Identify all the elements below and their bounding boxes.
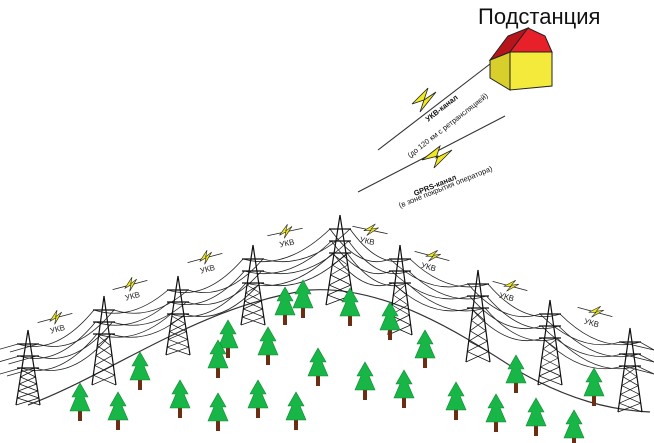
tree-icon	[485, 393, 507, 432]
lightning-icon	[124, 277, 137, 292]
gprs-channel-note: (в зоне покрытия оператора)	[397, 164, 494, 210]
ukv-link-label: УКВ	[583, 317, 600, 330]
ukv-link: УКВ	[492, 280, 528, 304]
ukv-link: УКВ	[577, 306, 613, 330]
lightning-icon	[421, 144, 453, 169]
ukv-link: УКВ	[414, 250, 450, 274]
tree-icon	[285, 391, 307, 430]
tree-icon	[247, 379, 269, 418]
hill-outline	[27, 289, 651, 413]
tree-icon	[257, 326, 279, 365]
lightning-icon	[411, 87, 437, 113]
tree-icon	[217, 319, 239, 358]
ukv-link-label: УКВ	[498, 291, 515, 304]
lightning-icon	[199, 250, 212, 265]
tree-icon	[445, 381, 467, 420]
lightning-icon	[49, 310, 62, 325]
ukv-link: УКВ	[112, 277, 148, 303]
gprs-channel-link: GPRS-канал (в зоне покрытия оператора)	[357, 115, 506, 210]
tree-icon	[393, 369, 415, 408]
power-tower-icon	[465, 269, 491, 363]
tree-icon	[505, 354, 527, 393]
ukv-link-label: УКВ	[49, 323, 66, 336]
lightning-icon	[425, 250, 441, 262]
tree-icon	[563, 409, 585, 443]
tree-icon	[207, 339, 229, 378]
tree-icon	[129, 351, 151, 390]
ukv-link-label: УКВ	[279, 237, 296, 249]
tree-icon	[379, 301, 401, 340]
ukv-link: УКВ	[352, 223, 388, 247]
tree-icon	[583, 367, 605, 406]
substation-building-icon	[488, 26, 553, 91]
ukv-link: УКВ	[37, 310, 73, 336]
ukv-link-label: УКВ	[420, 261, 437, 274]
tree-icon	[339, 287, 361, 326]
power-tower-icon	[240, 244, 266, 326]
forest	[69, 279, 605, 443]
tree-icon	[69, 382, 91, 421]
ukv-link-label: УКВ	[199, 263, 216, 276]
tree-icon	[354, 361, 376, 400]
tree-icon	[207, 392, 229, 431]
substation-title: Подстанция	[478, 4, 601, 29]
lightning-icon	[503, 280, 519, 292]
lightning-icon	[588, 306, 604, 318]
power-tower-icon	[617, 327, 643, 413]
power-tower-icon	[165, 275, 191, 356]
power-tower-icon	[537, 299, 563, 386]
tree-icon	[525, 397, 547, 436]
lightning-icon	[363, 223, 379, 236]
tree-icon	[307, 347, 329, 386]
lightning-icon	[279, 224, 293, 239]
power-tower-icon	[15, 329, 41, 406]
tree-icon	[169, 379, 191, 418]
ukv-link-label: УКВ	[359, 235, 376, 247]
tree-icon	[107, 391, 129, 430]
tree-icon	[274, 286, 296, 325]
ukv-link: УКВ	[267, 224, 303, 249]
ukv-link: УКВ	[187, 250, 223, 276]
tree-icon	[414, 329, 436, 368]
tower-ukv-links: УКВ УКВ УКВ УКВ УКВ УКВ УКВ УКВ	[37, 223, 613, 336]
ukv-link-label: УКВ	[124, 290, 141, 303]
ukv-channel-link: УКВ-канал (до 120 км с ретрансляцией)	[377, 63, 491, 160]
power-tower-icon	[91, 295, 117, 386]
tree-icon	[292, 279, 314, 318]
